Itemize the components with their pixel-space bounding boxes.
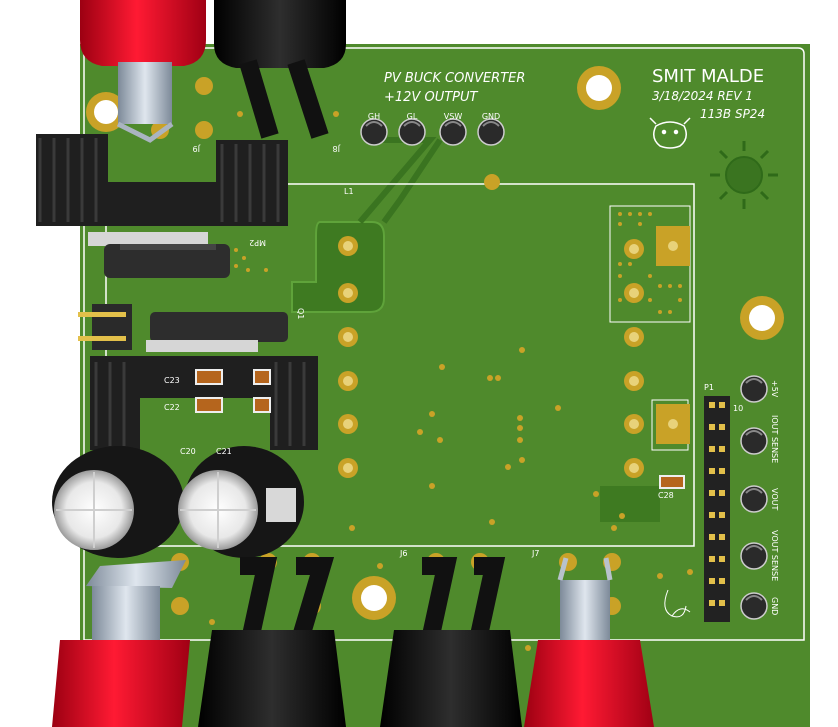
test-point-gnd[interactable] [477, 118, 505, 146]
vias [209, 111, 693, 651]
capacitor-c20[interactable] [52, 446, 184, 558]
test-point-plus5v[interactable] [740, 375, 768, 403]
test-point-label: GL [407, 112, 418, 121]
sun-logo-icon [710, 141, 778, 209]
capacitor-c22[interactable] [195, 397, 223, 413]
refdes-c20: C20 [180, 447, 196, 456]
refdes-c23: C23 [164, 376, 180, 385]
test-point-label: GH [368, 112, 380, 121]
board-subtitle: +12V OUTPUT [384, 90, 479, 105]
refdes-c21: C21 [216, 447, 232, 456]
test-point-vsw[interactable] [439, 118, 467, 146]
connector-label: +5V [770, 380, 779, 398]
test-point-gl[interactable] [398, 118, 426, 146]
transistor-mp2[interactable] [104, 244, 230, 278]
test-point-iout-sense[interactable] [740, 427, 768, 455]
test-point-vout[interactable] [740, 485, 768, 513]
board-title: PV BUCK CONVERTER [384, 71, 525, 86]
mounting-hole [740, 296, 784, 340]
probe-black-bottom-right[interactable] [380, 557, 522, 727]
refdes-c28: C28 [658, 491, 674, 500]
board-date-rev: 3/18/2024 REV 1 [652, 89, 753, 103]
refdes-j6: J6 [399, 549, 407, 558]
cow-logo-icon [649, 117, 691, 149]
connector-label: IOUT SENSE [770, 415, 779, 463]
copper-pour-switch-node [291, 221, 385, 313]
transistor-q1[interactable] [146, 312, 288, 352]
refdes-p1-pin: 10 [733, 404, 743, 413]
connector-label: GND [770, 597, 779, 615]
refdes-p1: P1 [704, 383, 714, 392]
mounting-hole [577, 66, 621, 110]
board-course: 113B SP24 [700, 107, 765, 121]
capacitor-c23[interactable] [195, 369, 223, 385]
refdes-q1: Q1 [296, 308, 305, 319]
test-point-gnd-right[interactable] [740, 592, 768, 620]
probe-red-bottom-left[interactable] [52, 560, 190, 727]
test-point-label: GND [482, 112, 500, 121]
refdes-j8: J8 [333, 144, 341, 153]
refdes-c22: C22 [164, 403, 180, 412]
capacitor-c21[interactable] [178, 446, 304, 558]
capacitor-c28[interactable] [659, 475, 685, 489]
probe-red-top[interactable] [80, 0, 206, 143]
refdes-l1: L1 [344, 187, 354, 196]
header-2pin[interactable] [78, 304, 132, 350]
test-point-label: VSW [444, 112, 463, 121]
probe-red-bottom-right[interactable] [524, 557, 654, 727]
connector-label: VOUT [770, 488, 779, 510]
signature-mark [664, 589, 691, 618]
test-point-vout-sense[interactable] [740, 542, 768, 570]
refdes-j9: J9 [193, 144, 201, 153]
connector-label: VOUT SENSE [770, 530, 779, 581]
mounting-hole [86, 92, 126, 132]
board-author: SMIT MALDE [652, 66, 764, 87]
refdes-j7: J7 [531, 549, 539, 558]
heatsink-top [36, 134, 288, 246]
header-p1[interactable] [704, 396, 730, 622]
probe-black-bottom-left[interactable] [198, 557, 346, 727]
mounting-hole [352, 576, 396, 620]
test-point-gh[interactable] [360, 118, 388, 146]
refdes-mp2: MP2 [249, 238, 266, 247]
probe-black-top[interactable] [214, 0, 346, 139]
